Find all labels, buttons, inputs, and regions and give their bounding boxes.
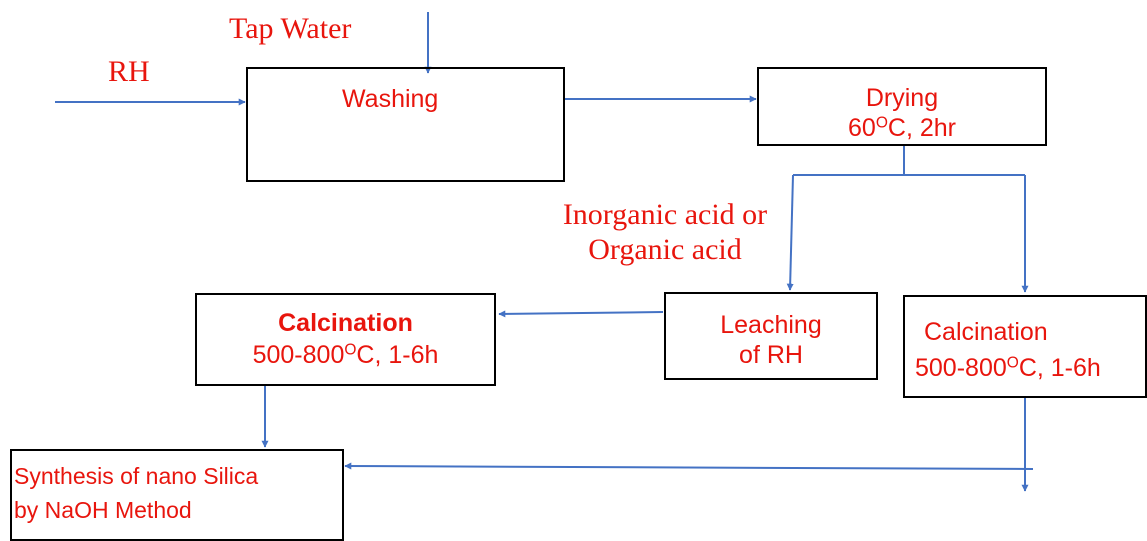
calcination-left-label: Calcination 500-800OC, 1-6h [195, 307, 496, 371]
calcination-right-temp: 500-800OC, 1-6h [915, 354, 1101, 382]
arrow-split-to-leaching [786, 174, 794, 291]
calcination-right-box [903, 295, 1147, 398]
calcination-right-label: Calcination 500-800OC, 1-6h [915, 314, 1101, 386]
drying-box [757, 67, 1047, 146]
synthesis-label: Synthesis of nano Silica by NaOH Method [14, 459, 258, 527]
input-acid-label: Inorganic acid or Organic acid [540, 197, 790, 267]
leaching-line2: of RH [739, 341, 803, 369]
arrow-leaching-to-calcination-left [498, 310, 664, 318]
calcination-left-temp: 500-800OC, 1-6h [252, 341, 439, 369]
leaching-box [664, 292, 878, 380]
leaching-label: Leaching of RH [664, 310, 878, 370]
drying-temp: 60OC, 2hr [848, 114, 956, 142]
washing-label: Washing [342, 85, 439, 113]
input-acid-line2: Organic acid [588, 233, 742, 266]
arrow-to-synthesis [344, 462, 1034, 470]
calcination-left-title: Calcination [278, 309, 413, 337]
input-tap-water-label: Tap Water [229, 12, 352, 45]
input-rh-label: RH [108, 55, 150, 88]
calcination-left-box [195, 293, 496, 386]
drying-title: Drying [865, 84, 939, 112]
synthesis-line2: by NaOH Method [14, 497, 192, 523]
input-acid-line1: Inorganic acid or [562, 198, 768, 231]
leaching-line1: Leaching [720, 311, 822, 339]
calcination-right-title: Calcination [924, 318, 1048, 346]
washing-box [246, 67, 565, 182]
synthesis-line1: Synthesis of nano Silica [14, 463, 259, 489]
drying-label: Drying 60OC, 2hr [757, 83, 1047, 143]
